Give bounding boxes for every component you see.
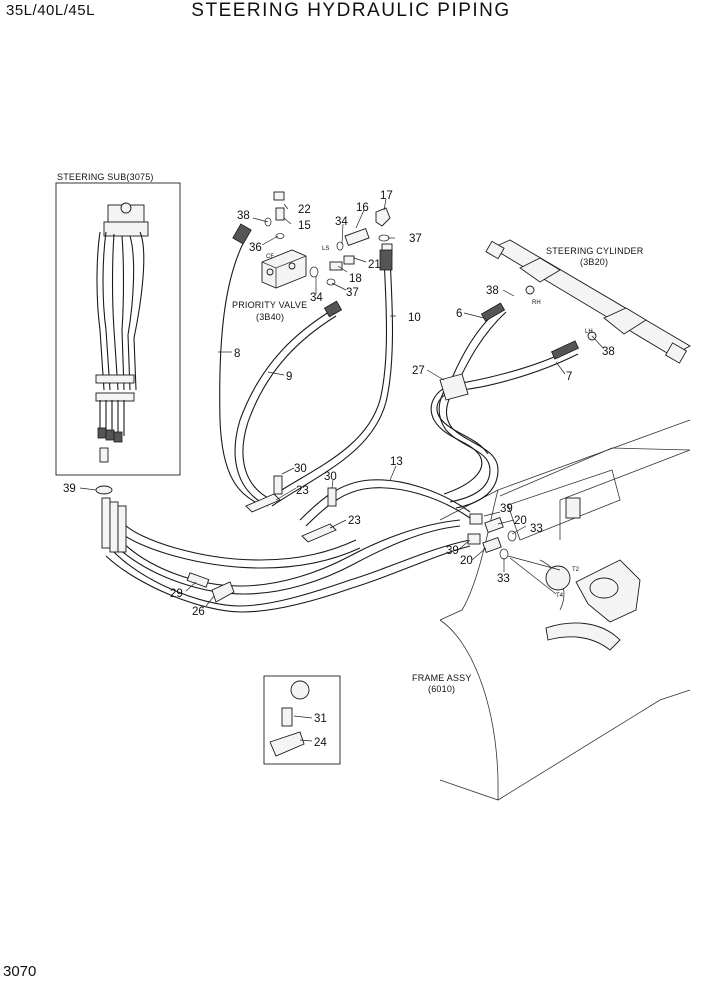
steering-sub-inset: STEERING SUB(3075) [55,172,181,476]
callout-30b: 30 [324,471,337,483]
callout-38c: 38 [602,346,615,358]
callout-39c: 39 [446,545,459,557]
frame-assy-ref: (6010) [428,684,455,694]
callout-26: 26 [192,606,205,618]
callout-16: 16 [356,202,369,214]
leader-lines [79,198,604,742]
callout-13: 13 [390,456,403,468]
callout-22: 22 [298,204,311,216]
page-number: 3070 [3,963,37,980]
clamp-detail-inset [263,675,341,765]
steering-cylinder-ref: (3B20) [580,257,608,267]
callout-18: 18 [349,273,362,285]
callout-39b: 39 [500,503,513,515]
model-label: 35L/40L/45L [6,2,95,19]
port-ls-label: LS [322,246,329,252]
callout-6: 6 [456,308,462,320]
callout-15: 15 [298,220,311,232]
callout-24: 24 [314,737,327,749]
frame-assy: T2 T4 FRAME ASSY (6010) [412,419,691,801]
steering-sub-label: STEERING SUB(3075) [57,172,154,182]
steering-cylinder: STEERING CYLINDER (3B20) RH LH [485,239,691,364]
callout-33b: 33 [497,573,510,585]
callout-23b: 23 [348,515,361,527]
callout-37: 37 [409,233,422,245]
hose-bundle [95,223,580,613]
priority-valve-ref: (3B40) [256,312,284,322]
callout-9: 9 [286,371,292,383]
port-lh-label: LH [585,329,593,335]
priority-valve-label: PRIORITY VALVE [232,300,307,310]
callout-39: 39 [63,483,76,495]
callout-23: 23 [296,485,309,497]
callout-27: 27 [412,365,425,377]
callout-8: 8 [234,348,240,360]
port-cf-label: CF [266,254,274,260]
callout-numbers: 22 15 38 36 34 16 17 37 21 18 34 37 38 6… [63,190,615,749]
priority-valve: CF LS PRIORITY VALVE (3B40) [232,246,329,322]
steering-cylinder-label: STEERING CYLINDER [546,246,644,256]
callout-29: 29 [170,588,183,600]
port-t4-label: T4 [556,593,564,599]
callout-20: 20 [514,515,527,527]
callout-37b: 37 [346,287,359,299]
callout-38b: 38 [486,285,499,297]
callout-30: 30 [294,463,307,475]
callout-34b: 34 [310,292,323,304]
callout-10: 10 [408,312,421,324]
callout-17: 17 [380,190,393,202]
frame-assy-label: FRAME ASSY [412,673,472,683]
callout-36: 36 [249,242,262,254]
callout-34: 34 [335,216,348,228]
page-title: STEERING HYDRAULIC PIPING [191,0,511,21]
callout-33: 33 [530,523,543,535]
callout-20b: 20 [460,555,473,567]
port-rh-label: RH [532,300,541,306]
callout-38: 38 [237,210,250,222]
port-t2-label: T2 [572,567,580,573]
callout-21: 21 [368,259,381,271]
callout-7: 7 [566,371,572,383]
callout-31: 31 [314,713,327,725]
